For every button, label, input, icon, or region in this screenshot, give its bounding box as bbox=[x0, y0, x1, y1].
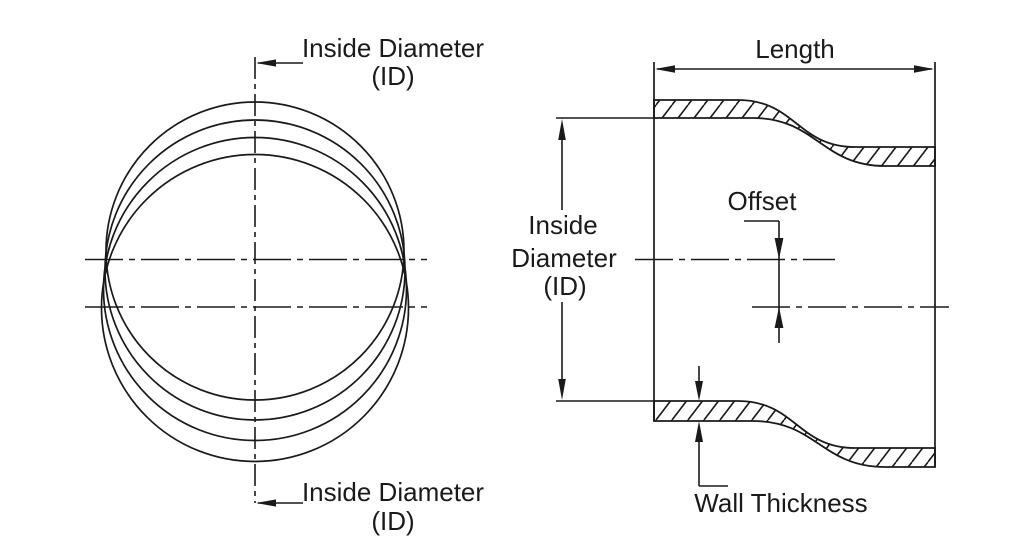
length-dimension: Length bbox=[655, 34, 934, 73]
offset-label: Offset bbox=[728, 186, 798, 216]
front-bottom-id-label-line1: Inside Diameter bbox=[302, 477, 484, 507]
down-arrowhead bbox=[774, 238, 784, 259]
right-arrowhead bbox=[914, 65, 934, 73]
front-top-id-label-line2: (ID) bbox=[371, 61, 414, 91]
id-label-line2: Diameter bbox=[511, 243, 617, 273]
id-label-line1: Inside bbox=[528, 210, 597, 240]
inside-diameter-dimension: Inside Diameter (ID) bbox=[511, 117, 654, 402]
down-arrowhead bbox=[695, 381, 703, 401]
top-wall-section bbox=[653, 99, 936, 167]
front-bottom-id-label-line2: (ID) bbox=[371, 506, 414, 536]
wall-thickness-label: Wall Thickness bbox=[694, 488, 867, 518]
up-arrowhead bbox=[774, 307, 784, 328]
left-arrowhead bbox=[256, 59, 276, 67]
front-bottom-id-callout: Inside Diameter (ID) bbox=[256, 477, 484, 536]
wall-thickness-dimension: Wall Thickness bbox=[694, 366, 868, 518]
up-arrowhead bbox=[695, 421, 703, 442]
up-arrowhead bbox=[558, 119, 566, 140]
bore-circle-4 bbox=[100, 153, 410, 463]
side-section-view: Length Inside Diameter (ID) Offset bbox=[511, 34, 949, 518]
front-view: Inside Diameter (ID) Inside Diameter (ID… bbox=[85, 33, 484, 536]
front-top-id-callout: Inside Diameter (ID) bbox=[256, 33, 484, 91]
left-arrowhead bbox=[655, 65, 675, 73]
offset-dimension: Offset bbox=[728, 186, 798, 343]
down-arrowhead bbox=[558, 379, 566, 400]
bottom-wall-section bbox=[653, 400, 936, 468]
id-label-line3: (ID) bbox=[543, 271, 586, 301]
length-label: Length bbox=[755, 34, 835, 64]
left-arrowhead bbox=[256, 499, 276, 507]
front-top-id-label-line1: Inside Diameter bbox=[302, 33, 484, 63]
